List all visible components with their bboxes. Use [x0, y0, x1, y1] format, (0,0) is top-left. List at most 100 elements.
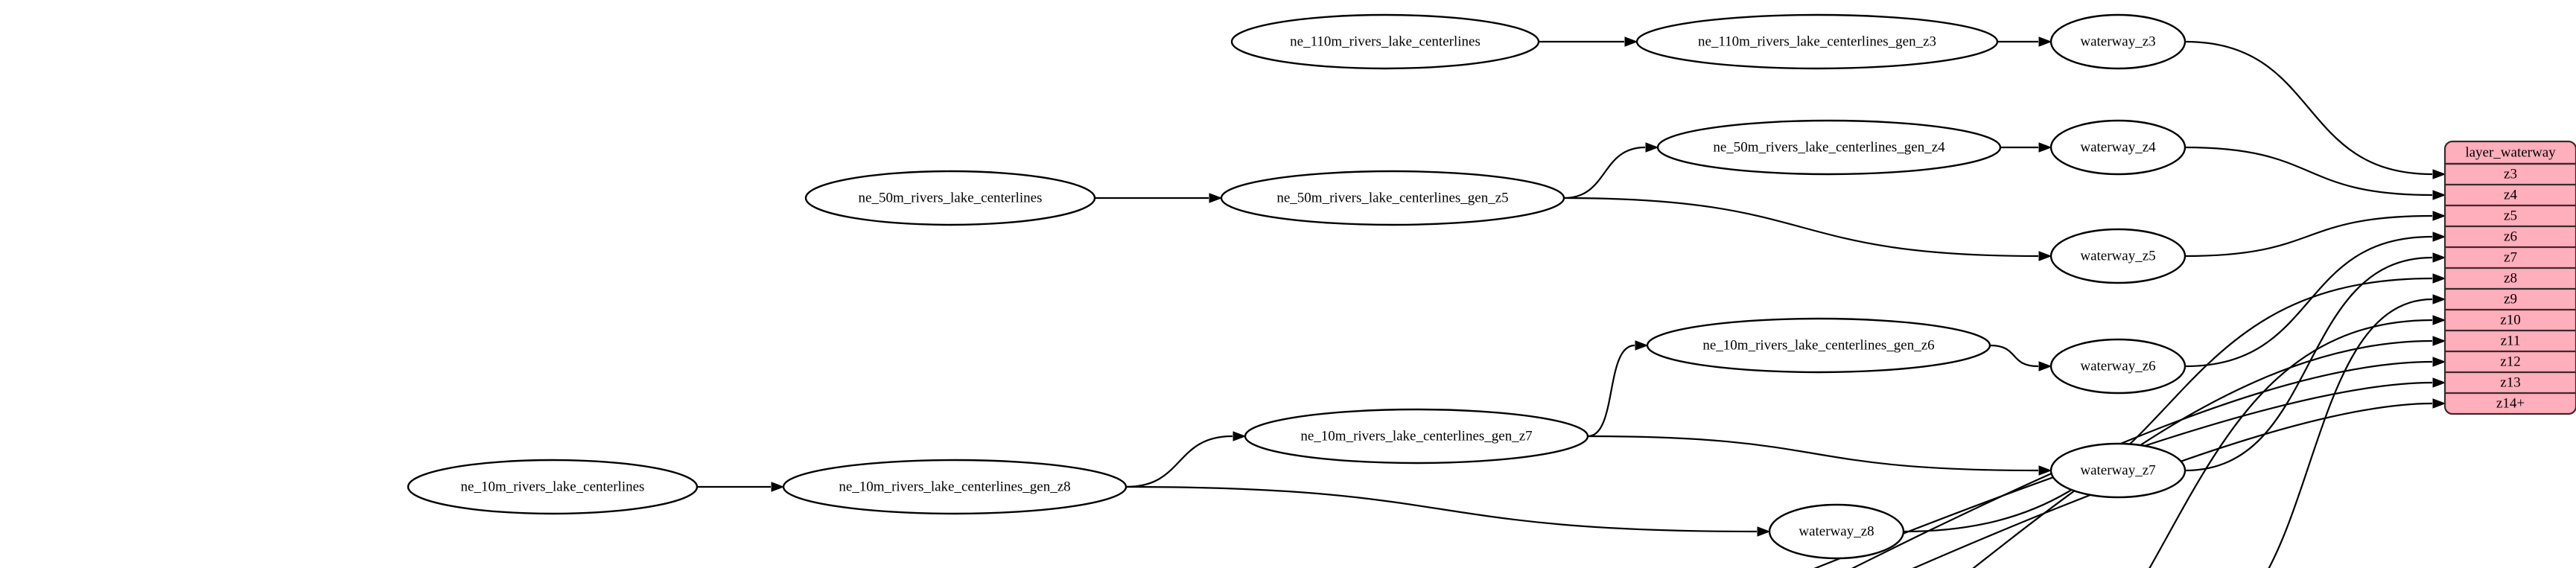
- edge-arrowhead: [2038, 465, 2052, 476]
- table-row-z13[interactable]: z13: [2500, 374, 2520, 390]
- edge-waterway_z6-to-layer_waterway.z6: [2184, 235, 2433, 368]
- node-waterway_z4[interactable]: waterway_z4: [2049, 119, 2187, 176]
- table-row-z7[interactable]: z7: [2504, 249, 2517, 265]
- node-waterway_z3[interactable]: waterway_z3: [2049, 13, 2187, 70]
- edge-arrowhead: [2432, 211, 2446, 221]
- edge-waterway_z11-to-layer_waterway.z11: [1972, 339, 2433, 568]
- edge-arrowhead: [1645, 142, 1659, 153]
- node-label: waterway_z5: [2080, 248, 2155, 264]
- node-ne_110m_rivers_lake_centerlines_gen_z3[interactable]: ne_110m_rivers_lake_centerlines_gen_z3: [1635, 13, 1999, 70]
- edge-arrowhead: [2432, 273, 2446, 284]
- node-label: ne_110m_rivers_lake_centerlines_gen_z3: [1698, 33, 1936, 49]
- node-waterway_z5[interactable]: waterway_z5: [2049, 228, 2187, 284]
- node-shape: [2049, 442, 2187, 499]
- node-ne_10m_rivers_lake_centerlines[interactable]: ne_10m_rivers_lake_centerlines: [407, 459, 699, 515]
- edge-arrowhead: [2038, 36, 2052, 47]
- edge-waterway_z13-to-layer_waterway.z13: [1813, 381, 2433, 568]
- edge-waterway_z5-to-layer_waterway.z5: [2184, 214, 2433, 258]
- node-shape: [2049, 119, 2187, 176]
- node-ne_50m_rivers_lake_centerlines_gen_z4[interactable]: ne_50m_rivers_lake_centerlines_gen_z4: [1656, 119, 2002, 176]
- table-row-z14+[interactable]: z14+: [2496, 395, 2525, 411]
- edge-ne_10m_rivers_lake_centerlines_gen_z8-to-ne_10m_rivers_lake_centerlines_gen_z7: [1125, 435, 1233, 488]
- edge-ne_50m_rivers_lake_centerlines_gen_z5-to-waterway_z5: [1563, 197, 2039, 258]
- node-label: ne_10m_rivers_lake_centerlines_gen_z6: [1702, 337, 1934, 353]
- table-row-z6[interactable]: z6: [2504, 229, 2517, 244]
- nodes-layer: imposm3osm_waterway_linestringosm_import…: [407, 13, 2187, 560]
- edge-waterway_z7-to-layer_waterway.z7: [2184, 256, 2433, 472]
- node-shape: [1220, 170, 1565, 226]
- node-shape: [1656, 119, 2002, 176]
- edge-arrowhead: [2432, 336, 2446, 346]
- table-row-z9[interactable]: z9: [2504, 291, 2517, 307]
- table-header-label: layer_waterway: [2465, 144, 2556, 160]
- node-ne_10m_rivers_lake_centerlines_gen_z6[interactable]: ne_10m_rivers_lake_centerlines_gen_z6: [1646, 317, 1991, 374]
- edge-arrowhead: [2038, 142, 2052, 153]
- edge-arrowhead: [1209, 193, 1223, 203]
- node-ne_10m_rivers_lake_centerlines_gen_z7[interactable]: ne_10m_rivers_lake_centerlines_gen_z7: [1244, 408, 1589, 465]
- node-waterway_z6[interactable]: waterway_z6: [2049, 338, 2187, 395]
- node-label: waterway_z3: [2080, 33, 2155, 49]
- table-row-z11[interactable]: z11: [2501, 333, 2521, 348]
- edge-waterway_z9-to-layer_waterway.z9: [2268, 298, 2433, 568]
- edge-waterway_z8-to-layer_waterway.z8: [1903, 277, 2433, 533]
- edge-ne_50m_rivers_lake_centerlines_gen_z5-to-ne_50m_rivers_lake_centerlines_gen_z4: [1563, 146, 1646, 200]
- edge-waterway_z4-to-layer_waterway.z4: [2184, 146, 2433, 197]
- node-label: ne_10m_rivers_lake_centerlines: [461, 479, 645, 494]
- table-row-z5[interactable]: z5: [2504, 208, 2517, 223]
- edge-arrowhead: [2432, 294, 2446, 304]
- edge-arrowhead: [2038, 361, 2052, 371]
- edge-arrowhead: [2432, 169, 2446, 179]
- node-shape: [2049, 13, 2187, 70]
- node-ne_50m_rivers_lake_centerlines[interactable]: ne_50m_rivers_lake_centerlines: [804, 170, 1096, 226]
- node-ne_50m_rivers_lake_centerlines_gen_z5[interactable]: ne_50m_rivers_lake_centerlines_gen_z5: [1220, 170, 1565, 226]
- node-shape: [1768, 503, 1905, 560]
- table-row-z3[interactable]: z3: [2504, 166, 2517, 182]
- edge-waterway_z12-to-layer_waterway.z12: [1851, 360, 2433, 568]
- table-body: [2443, 140, 2576, 415]
- edge-ne_10m_rivers_lake_centerlines_gen_z6-to-waterway_z6: [1989, 344, 2039, 368]
- node-label: waterway_z6: [2080, 358, 2155, 374]
- edge-waterway_z10-to-layer_waterway.z10: [2149, 319, 2433, 568]
- node-label: ne_50m_rivers_lake_centerlines: [859, 190, 1043, 205]
- edge-arrowhead: [1624, 36, 1638, 47]
- node-shape: [1244, 408, 1589, 465]
- node-shape: [407, 459, 699, 515]
- node-shape: [804, 170, 1096, 226]
- node-ne_110m_rivers_lake_centerlines[interactable]: ne_110m_rivers_lake_centerlines: [1230, 13, 1540, 70]
- edge-waterway_z3-to-layer_waterway.z3: [2184, 40, 2433, 176]
- edge-arrowhead: [771, 482, 785, 492]
- edge-arrowhead: [2432, 377, 2446, 388]
- node-shape: [1635, 13, 1999, 70]
- table-row-z12[interactable]: z12: [2500, 354, 2520, 369]
- table-row-z8[interactable]: z8: [2504, 270, 2517, 286]
- table-row-z10[interactable]: z10: [2500, 312, 2520, 328]
- edges-layer: [697, 36, 2446, 568]
- edge-ne_10m_rivers_lake_centerlines_gen_z8-to-waterway_z8: [1125, 485, 1758, 533]
- edge-arrowhead: [2432, 190, 2446, 200]
- node-label: ne_110m_rivers_lake_centerlines: [1290, 33, 1481, 49]
- edge-arrowhead: [2432, 398, 2446, 409]
- node-waterway_z8[interactable]: waterway_z8: [1768, 503, 1905, 560]
- edge-ne_10m_rivers_lake_centerlines_gen_z7-to-waterway_z7: [1587, 435, 2039, 472]
- node-label: ne_50m_rivers_lake_centerlines_gen_z5: [1276, 190, 1508, 205]
- edge-arrowhead: [2432, 232, 2446, 242]
- edge-arrowhead: [2432, 315, 2446, 325]
- edge-ne_10m_rivers_lake_centerlines_gen_z7-to-ne_10m_rivers_lake_centerlines_gen_z6: [1587, 344, 1635, 438]
- node-label: ne_10m_rivers_lake_centerlines_gen_z8: [839, 479, 1070, 494]
- node-ne_10m_rivers_lake_centerlines_gen_z8[interactable]: ne_10m_rivers_lake_centerlines_gen_z8: [782, 459, 1128, 515]
- node-shape: [782, 459, 1128, 515]
- node-shape: [2049, 228, 2187, 284]
- edge-arrowhead: [2432, 357, 2446, 367]
- node-waterway_z7[interactable]: waterway_z7: [2049, 442, 2187, 499]
- node-label: waterway_z4: [2080, 139, 2156, 155]
- edge-arrowhead: [2038, 251, 2052, 261]
- edge-waterway_z14-to-layer_waterway.z14+: [1912, 402, 2433, 568]
- node-label: ne_50m_rivers_lake_centerlines_gen_z4: [1713, 139, 1945, 155]
- node-shape: [2049, 338, 2187, 395]
- edge-arrowhead: [2432, 252, 2446, 263]
- node-label: waterway_z7: [2080, 462, 2155, 478]
- table-row-z4[interactable]: z4: [2504, 187, 2517, 202]
- edge-arrowhead: [1635, 340, 1649, 351]
